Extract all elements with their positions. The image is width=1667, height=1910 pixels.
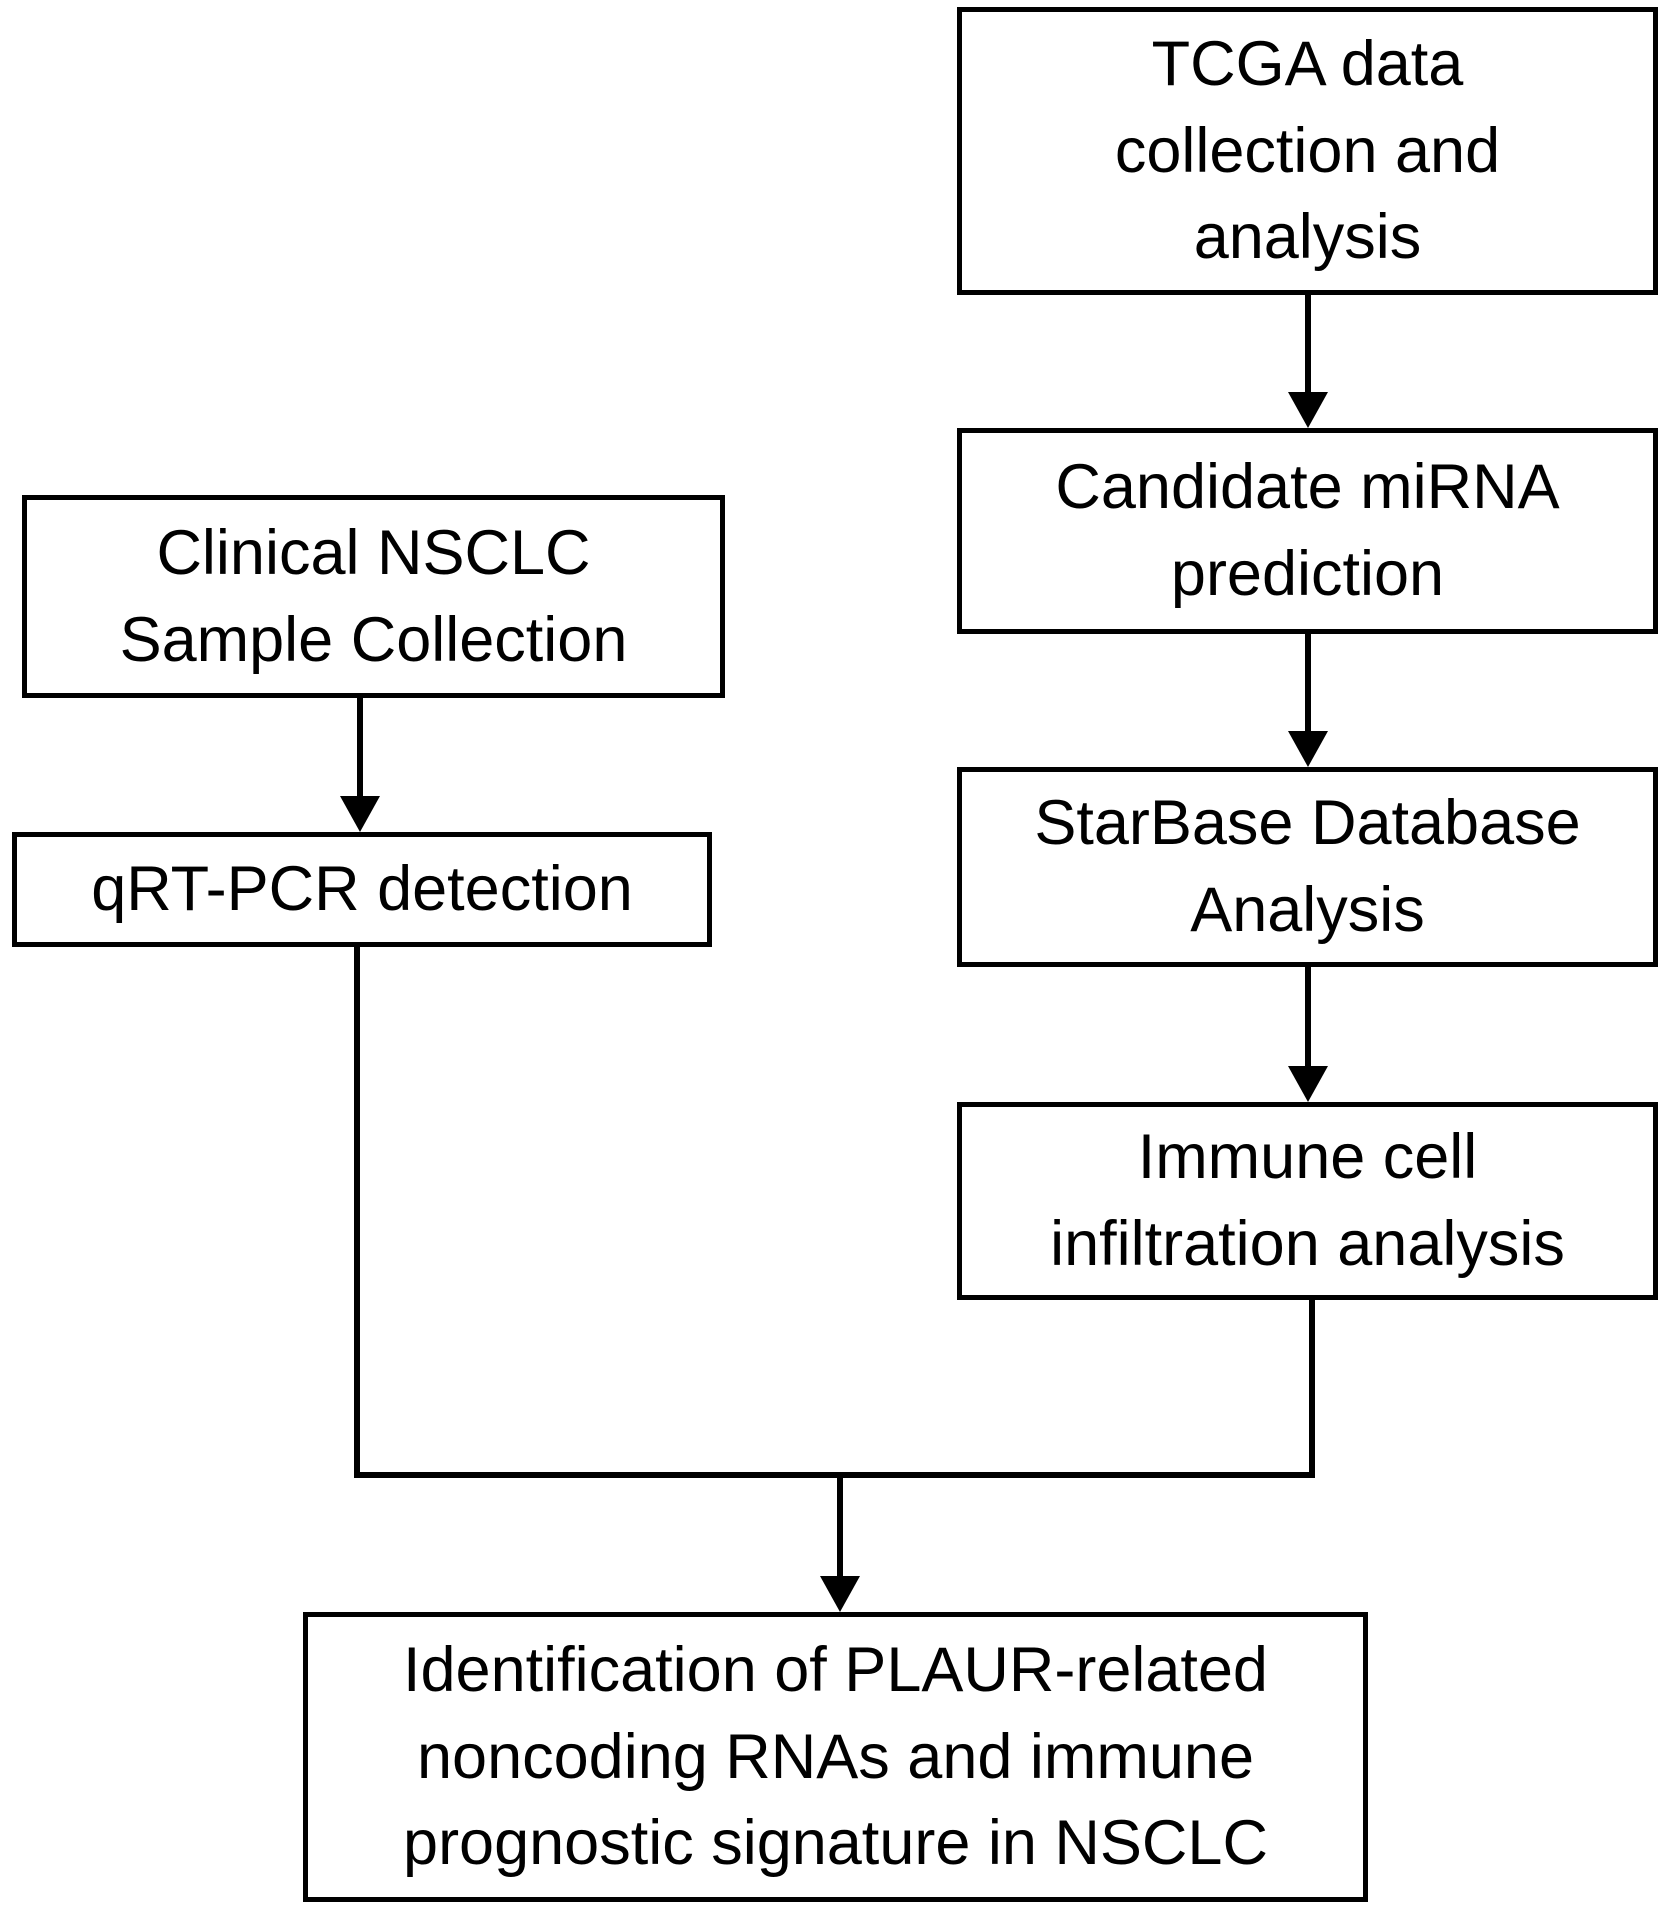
flow-node-label: Immune cell infiltration analysis: [1050, 1122, 1565, 1279]
flow-node-label: qRT-PCR detection: [91, 854, 633, 925]
connector-line-from-qrtpcr: [354, 947, 360, 1478]
flow-node-qrt-pcr-detection: qRT-PCR detection: [12, 832, 712, 947]
arrow-line: [1305, 634, 1311, 734]
arrow-head-icon: [1288, 731, 1328, 767]
flow-node-identification-plaur-signature: Identification of PLAUR-related noncodin…: [303, 1612, 1368, 1902]
flow-node-label: Clinical NSCLC Sample Collection: [119, 517, 628, 675]
flow-node-candidate-mirna-prediction: Candidate miRNA prediction: [957, 428, 1658, 634]
arrow-head-icon: [820, 1576, 860, 1612]
flow-node-immune-cell-infiltration: Immune cell infiltration analysis: [957, 1102, 1658, 1300]
arrow-line: [837, 1472, 843, 1579]
arrow-line: [357, 698, 363, 799]
arrow-head-icon: [1288, 392, 1328, 428]
connector-horizontal-line: [354, 1472, 1315, 1478]
arrow-head-icon: [1288, 1066, 1328, 1102]
arrow-head-icon: [340, 796, 380, 832]
flow-node-label: StarBase Database Analysis: [1034, 788, 1581, 945]
connector-line-from-immune: [1309, 1300, 1315, 1478]
flow-node-starbase-database-analysis: StarBase Database Analysis: [957, 767, 1658, 967]
flow-node-label: Identification of PLAUR-related noncodin…: [403, 1634, 1268, 1879]
flow-node-clinical-nsclc-sample-collection: Clinical NSCLC Sample Collection: [22, 495, 725, 698]
flow-node-label: TCGA data collection and analysis: [1114, 28, 1501, 273]
flow-node-label: Candidate miRNA prediction: [1055, 452, 1560, 609]
flow-node-tcga-data-collection: TCGA data collection and analysis: [957, 7, 1658, 295]
arrow-line: [1305, 967, 1311, 1069]
arrow-line: [1305, 295, 1311, 395]
